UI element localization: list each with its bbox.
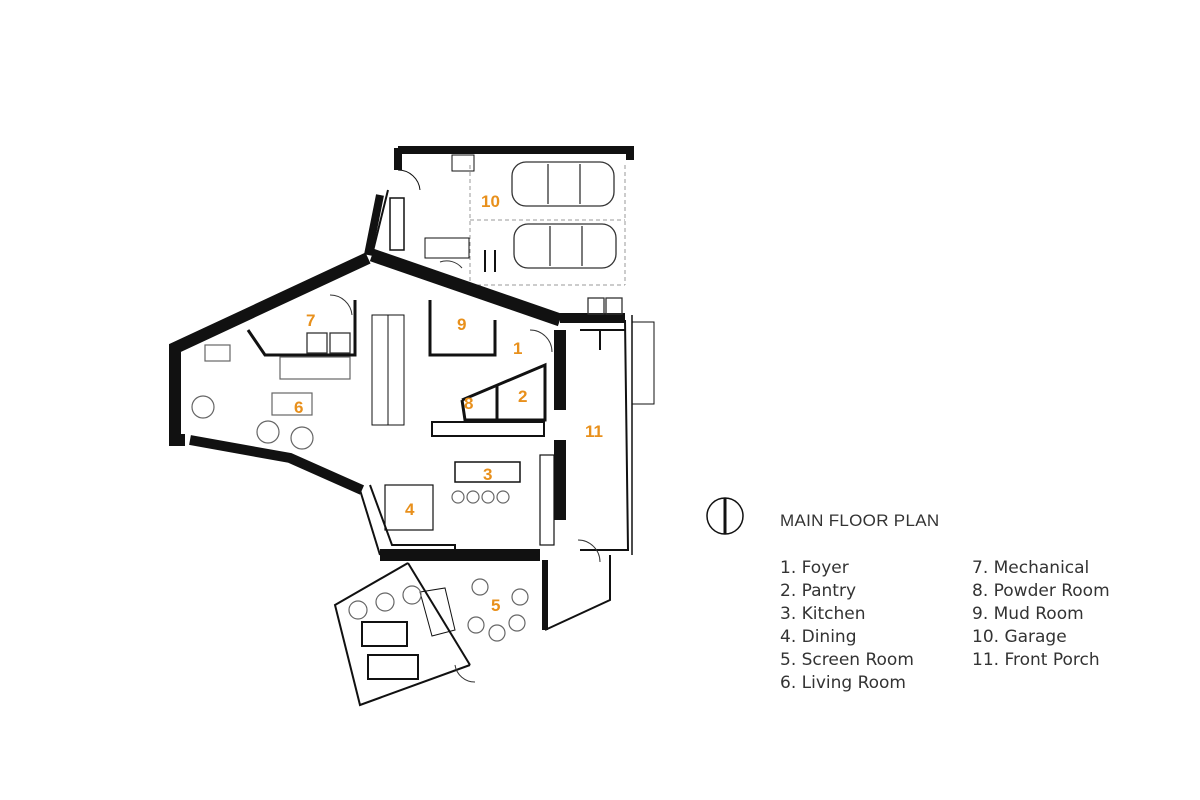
legend-item-kitchen: 3. Kitchen <box>780 604 866 624</box>
room-number-4: 4 <box>405 500 415 519</box>
screen-room-stair <box>419 587 456 637</box>
legend-item-screen-room: 5. Screen Room <box>780 650 914 670</box>
room-number-2: 2 <box>518 387 527 406</box>
exterior-walls <box>169 248 625 561</box>
room-number-6: 6 <box>294 398 303 417</box>
room-labels: 1 2 3 4 5 6 7 8 9 10 11 <box>294 192 603 615</box>
legend-item-front-porch: 11. Front Porch <box>972 650 1100 670</box>
room-number-1: 1 <box>513 339 522 358</box>
garage-structure <box>364 146 634 286</box>
screen-room-outline <box>333 555 611 707</box>
door-swings <box>329 260 601 683</box>
car-bottom <box>513 223 617 269</box>
main-stair <box>371 314 405 426</box>
car-top <box>511 161 615 207</box>
legend-column-left: 1. Foyer 2. Pantry 3. Kitchen 4. Dining … <box>780 557 914 695</box>
front-stair <box>631 321 655 405</box>
plan-title: MAIN FLOOR PLAN <box>780 511 940 530</box>
room-number-10: 10 <box>481 192 500 211</box>
legend-item-dining: 4. Dining <box>780 627 857 647</box>
legend-item-mud-room: 9. Mud Room <box>972 604 1084 624</box>
legend-item-living-room: 6. Living Room <box>780 673 906 693</box>
legend-item-garage: 10. Garage <box>972 627 1067 647</box>
room-number-7: 7 <box>306 311 315 330</box>
room-number-9: 9 <box>457 315 466 334</box>
legend-column-right: 7. Mechanical 8. Powder Room 9. Mud Room… <box>972 557 1110 672</box>
chairs <box>348 490 529 642</box>
room-number-5: 5 <box>491 596 500 615</box>
room-number-8: 8 <box>464 394 473 413</box>
legend-item-pantry: 2. Pantry <box>780 581 857 601</box>
legend-item-mechanical: 7. Mechanical <box>972 558 1090 578</box>
interior-walls <box>246 300 633 556</box>
mechanical-units <box>306 297 623 354</box>
room-number-11: 11 <box>585 422 603 441</box>
legend-item-powder-room: 8. Powder Room <box>972 581 1110 601</box>
living-room-furniture <box>191 344 351 450</box>
legend-item-foyer: 1. Foyer <box>780 558 849 578</box>
north-arrow-icon <box>706 497 744 535</box>
room-number-3: 3 <box>483 465 492 484</box>
